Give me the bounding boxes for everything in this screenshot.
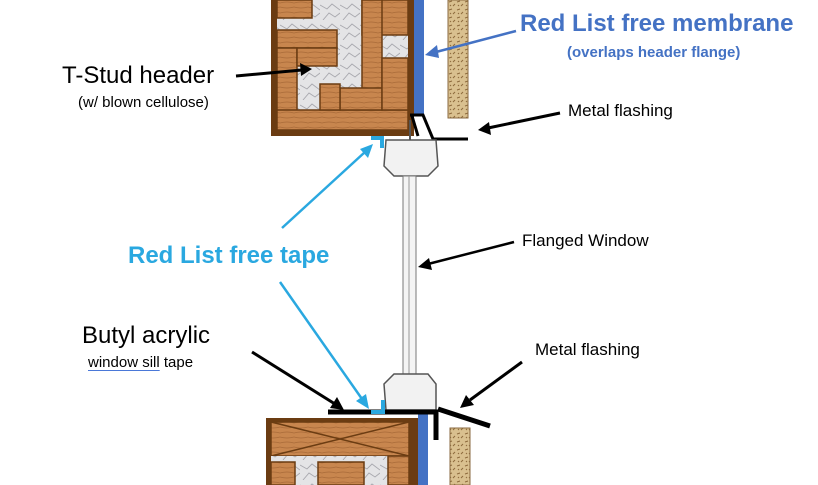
stud-block: [276, 109, 409, 131]
arrow-membrane: [435, 29, 517, 54]
red-list-free-membrane-bottom: [418, 414, 428, 485]
stud-block: [276, 0, 313, 19]
sill-framing-assembly: [266, 418, 418, 485]
stud-block: [381, 57, 409, 111]
butyl-sill-tape: [328, 409, 439, 440]
tstud-header-assembly: [271, 0, 414, 136]
metal-flashing-bottom: [437, 406, 491, 429]
stud-block: [276, 29, 338, 49]
arrow-flashing-bottom: [469, 360, 523, 402]
red-list-free-membrane: [414, 0, 424, 115]
label-tstud-header: T-Stud header: [62, 62, 215, 89]
label-butyl: Butyl acrylic: [82, 322, 211, 349]
exterior-siding-top: [447, 0, 469, 119]
label-flashing-top: Metal flashing: [568, 101, 673, 120]
stud-block: [361, 0, 383, 91]
metal-flashing-top: [410, 113, 468, 141]
label-tape: Red List free tape: [128, 242, 330, 269]
label-butyl-sub-underlined: window sill: [88, 354, 160, 371]
label-membrane: Red List free membrane: [520, 10, 794, 37]
stud-block: [296, 47, 338, 67]
label-membrane-sub: (overlaps header flange): [567, 44, 741, 61]
red-list-free-tape-bottom: [371, 400, 385, 414]
flanged-window: [383, 120, 439, 411]
arrow-tstud: [235, 68, 303, 78]
arrow-flashing-top: [487, 111, 561, 130]
stud-block: [339, 87, 383, 111]
label-flanged-window: Flanged Window: [522, 231, 649, 250]
label-butyl-sub: window sill tape: [88, 354, 193, 371]
red-list-free-tape-top: [371, 136, 384, 148]
arrow-tape-top: [281, 151, 366, 229]
arrow-tape-bottom: [278, 281, 364, 400]
stud-block: [319, 83, 341, 111]
window-head-frame: [383, 139, 439, 177]
label-butyl-sub-rest: tape: [159, 354, 194, 371]
arrow-window: [427, 240, 515, 266]
label-flashing-bottom: Metal flashing: [535, 340, 640, 359]
arrow-butyl: [251, 350, 336, 406]
window-sill-frame: [383, 373, 437, 411]
label-tstud-sub: (w/ blown cellulose): [78, 94, 209, 111]
exterior-siding-bottom: [449, 427, 471, 485]
